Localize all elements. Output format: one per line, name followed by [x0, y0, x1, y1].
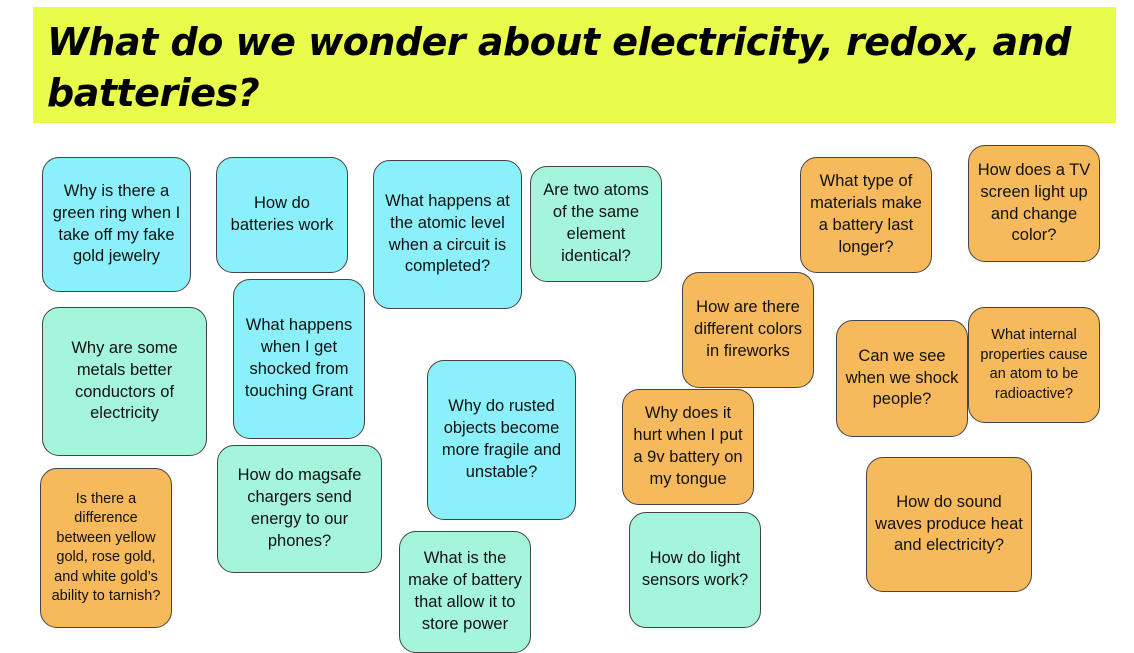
sticky-note-radioactive-atom[interactable]: What internal properties cause an atom t…: [968, 307, 1100, 423]
sticky-note-see-shock[interactable]: Can we see when we shock people?: [836, 320, 968, 437]
sticky-note-atomic-level-circuit[interactable]: What happens at the atomic level when a …: [373, 160, 522, 309]
title-banner: What do we wonder about electricity, red…: [33, 7, 1116, 123]
sticky-note-battery-materials[interactable]: What type of materials make a battery la…: [800, 157, 932, 273]
sticky-note-tv-screen[interactable]: How does a TV screen light up and change…: [968, 145, 1100, 262]
sticky-note-light-sensors[interactable]: How do light sensors work?: [629, 512, 761, 628]
sticky-note-magsafe-chargers[interactable]: How do magsafe chargers send energy to o…: [217, 445, 382, 573]
sticky-note-rusted-objects[interactable]: Why do rusted objects become more fragil…: [427, 360, 576, 520]
sticky-note-shocked-grant[interactable]: What happens when I get shocked from tou…: [233, 279, 365, 439]
sticky-note-sound-waves[interactable]: How do sound waves produce heat and elec…: [866, 457, 1032, 592]
sticky-note-battery-store-power[interactable]: What is the make of battery that allow i…: [399, 531, 531, 653]
sticky-note-gold-tarnish[interactable]: Is there a difference between yellow gol…: [40, 468, 172, 628]
sticky-note-9v-battery-tongue[interactable]: Why does it hurt when I put a 9v battery…: [622, 389, 754, 505]
sticky-note-metal-conductors[interactable]: Why are some metals better conductors of…: [42, 307, 207, 456]
sticky-note-firework-colors[interactable]: How are there different colors in firewo…: [682, 272, 814, 388]
sticky-note-how-batteries-work[interactable]: How do batteries work: [216, 157, 348, 273]
sticky-note-green-ring[interactable]: Why is there a green ring when I take of…: [42, 157, 191, 292]
sticky-note-identical-atoms[interactable]: Are two atoms of the same element identi…: [530, 166, 662, 282]
slide-title: What do we wonder about electricity, red…: [47, 20, 1071, 115]
